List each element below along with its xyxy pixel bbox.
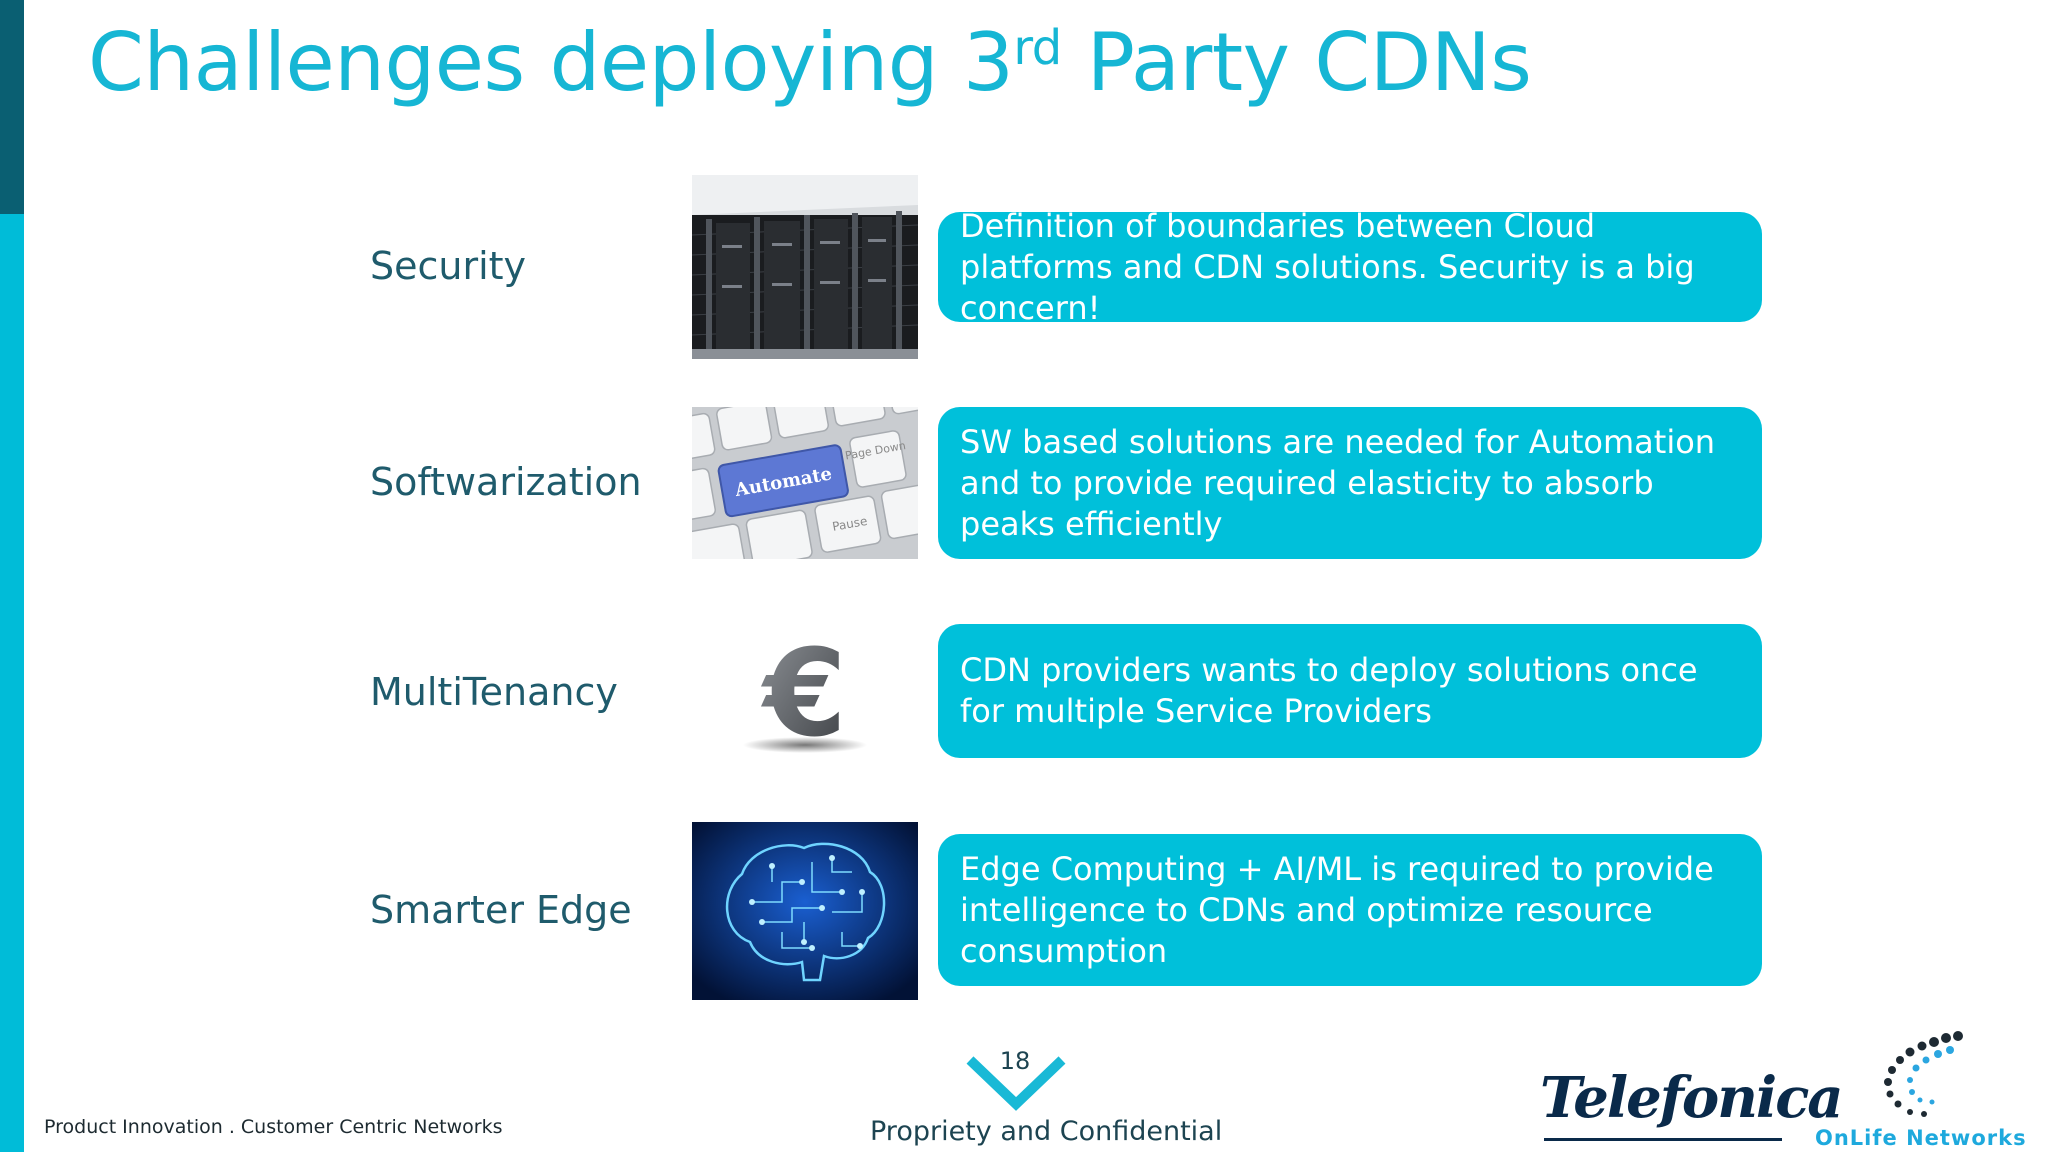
onlife-logo-text: OnLife Networks bbox=[1815, 1126, 2027, 1150]
row-label-softwarization: Softwarization bbox=[370, 460, 642, 504]
chevron-down-icon bbox=[966, 1056, 1066, 1111]
pause-key-label: Pause bbox=[831, 514, 868, 534]
description-security: Definition of boundaries between Cloud p… bbox=[938, 207, 1762, 327]
row-label-security: Security bbox=[370, 244, 527, 288]
description-multitenancy: CDN providers wants to deploy solutions … bbox=[938, 624, 1762, 758]
server-rack-image bbox=[692, 175, 918, 359]
keyboard-automate-image: Automate Page Down Pause bbox=[692, 407, 918, 559]
page-number: 18 bbox=[999, 1047, 1031, 1075]
description-softwarization: SW based solutions are needed for Automa… bbox=[938, 407, 1762, 559]
left-accent-bar-dark bbox=[0, 0, 24, 214]
onlife-logo-mark bbox=[1884, 1031, 1963, 1117]
telefonica-logo: Telefonica bbox=[1540, 1065, 1844, 1131]
title-main: Challenges deploying 3 bbox=[88, 16, 1014, 109]
confidentiality-notice: Propriety and Confidential bbox=[870, 1116, 1223, 1147]
telefonica-logo-underline bbox=[1544, 1138, 1782, 1141]
circuit-brain-image bbox=[692, 822, 918, 1000]
slide-title: Challenges deploying 3rd Party CDNs bbox=[88, 16, 1532, 109]
title-superscript: rd bbox=[1013, 20, 1062, 76]
row-label-multitenancy: MultiTenancy bbox=[370, 670, 618, 714]
title-rest: Party CDNs bbox=[1061, 16, 1532, 109]
euro-icon: € bbox=[692, 620, 918, 760]
row-label-smarter-edge: Smarter Edge bbox=[370, 888, 632, 932]
euro-symbol: € bbox=[760, 625, 847, 760]
description-smarter-edge: Edge Computing + AI/ML is required to pr… bbox=[938, 834, 1762, 986]
footer-tagline: Product Innovation . Customer Centric Ne… bbox=[44, 1116, 503, 1138]
